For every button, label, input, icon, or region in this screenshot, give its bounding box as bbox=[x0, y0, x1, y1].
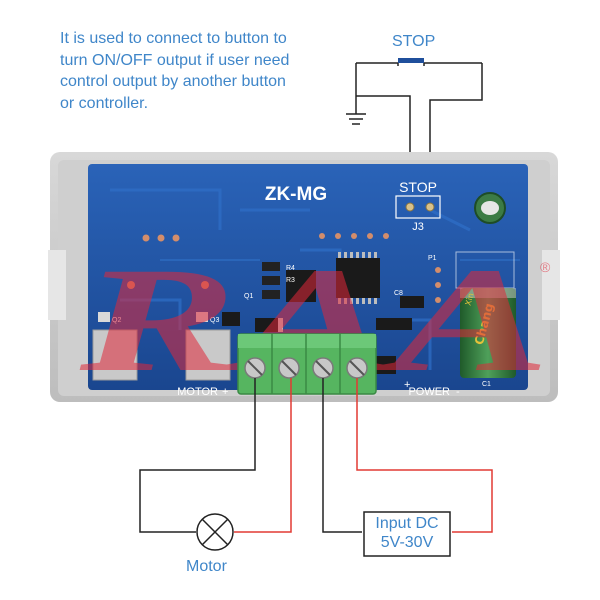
motor-label: MOTOR bbox=[177, 386, 218, 398]
transistor-pad-right bbox=[185, 329, 231, 381]
terminal-block bbox=[237, 333, 377, 395]
terminal-screw-1 bbox=[244, 357, 266, 379]
note-line-1: It is used to connect to button to bbox=[60, 30, 287, 47]
input-dc-line1: Input DC bbox=[375, 515, 439, 532]
stop-button-symbol bbox=[398, 58, 424, 63]
input-dc-box bbox=[363, 511, 451, 557]
power-plus: + bbox=[404, 379, 410, 391]
note-line-2: turn ON/OFF output if user need bbox=[60, 51, 290, 69]
wire-motor-red bbox=[234, 378, 292, 533]
label-p1: P1 bbox=[428, 255, 437, 262]
motor-label-text: Motor bbox=[186, 558, 227, 575]
wire-motor-black bbox=[139, 378, 256, 533]
stop-switch-label: STOP bbox=[392, 33, 436, 50]
terminal-screw-4 bbox=[346, 357, 368, 379]
motor-plus: + bbox=[222, 386, 228, 398]
capacitor-brand: Xin bbox=[464, 292, 476, 307]
label-c8: C8 bbox=[394, 290, 403, 297]
input-dc-label: Input DC 5V-30V bbox=[364, 514, 450, 552]
wire-input-black bbox=[322, 378, 362, 533]
stop-header-ref: J3 bbox=[412, 221, 424, 233]
stop-note: It is used to connect to button to turn … bbox=[60, 28, 360, 114]
power-label: POWER bbox=[408, 386, 450, 398]
mosfet-chip bbox=[286, 270, 316, 302]
board-components: Chang Xin bbox=[92, 192, 516, 381]
power-minus: - bbox=[456, 386, 460, 398]
terminal-screw-3 bbox=[312, 357, 334, 379]
motor-symbol bbox=[196, 513, 234, 551]
stop-switch-circuit bbox=[346, 58, 483, 200]
model-label: ZK-MG bbox=[265, 184, 327, 205]
diode bbox=[255, 318, 283, 332]
note-line-4: or controller. bbox=[60, 94, 149, 112]
stop-header-label: STOP bbox=[399, 179, 437, 195]
large-capacitor bbox=[460, 288, 516, 378]
ic-chip bbox=[336, 258, 380, 298]
ground-symbol bbox=[346, 110, 366, 125]
board-labels: ZK-MG STOP J3 MOTOR + POWER + - R4 R3 Q1… bbox=[112, 179, 491, 398]
label-r4: R4 bbox=[286, 265, 295, 272]
label-q3: Q3 bbox=[210, 317, 219, 324]
label-r3: R3 bbox=[286, 277, 295, 284]
external-wiring bbox=[139, 378, 493, 533]
note-line-3: control output by another button bbox=[60, 73, 286, 90]
label-q2: Q2 bbox=[112, 317, 121, 324]
watermark-registered: ® bbox=[540, 259, 551, 275]
transistor-pad-left bbox=[92, 329, 138, 381]
stop-header-outline bbox=[395, 195, 441, 219]
wire-input-red bbox=[356, 378, 493, 533]
label-c1: C1 bbox=[482, 381, 491, 388]
label-q1: Q1 bbox=[244, 293, 253, 300]
input-dc-line2: 5V-30V bbox=[380, 534, 434, 551]
terminal-screw-2 bbox=[278, 357, 300, 379]
